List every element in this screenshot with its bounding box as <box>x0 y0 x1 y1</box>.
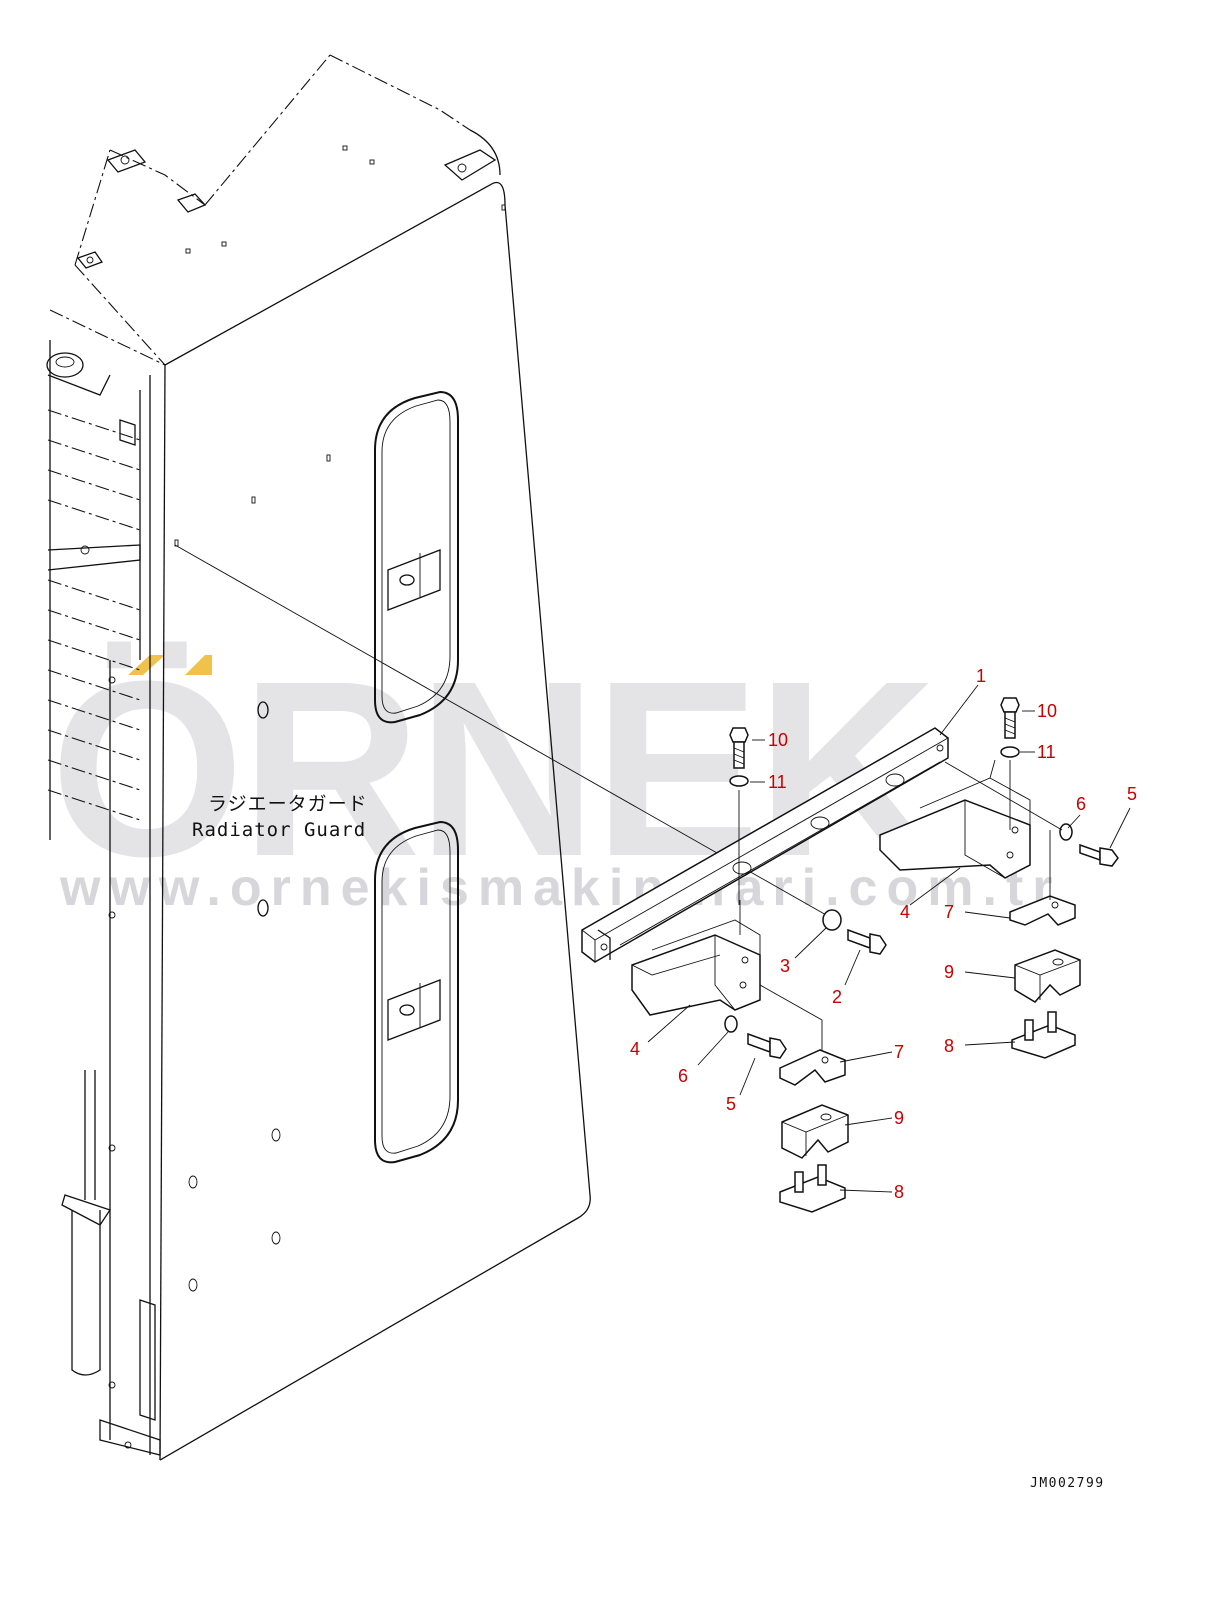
watermark-url: www.ornekismakinalari.com.tr <box>59 859 1061 917</box>
lower-access-panel <box>374 820 459 1164</box>
callout-4-right: 4 <box>900 902 910 922</box>
bolt-5-right <box>1079 843 1119 867</box>
callout-5-left: 5 <box>726 1094 736 1114</box>
guard-beam <box>581 727 949 963</box>
callout-7-right: 7 <box>944 902 954 922</box>
clamp-block-9-right <box>1014 949 1081 1003</box>
part-label-japanese: ラジエータガード <box>208 793 368 815</box>
watermark: ÖRNEK www.ornekismakinalari.com.tr <box>50 629 1061 917</box>
radiator-core-fins <box>47 340 141 840</box>
callout-9-left: 9 <box>894 1108 904 1128</box>
callout-9-right: 9 <box>944 962 954 982</box>
upper-access-panel <box>374 390 459 724</box>
watermark-accent-mark <box>128 655 165 675</box>
clamp-block-9-left <box>781 1104 849 1159</box>
washer-3 <box>822 909 842 931</box>
washer-11-right <box>1000 746 1020 758</box>
drawing-code: JM002799 <box>1030 1476 1105 1491</box>
callout-7-left: 7 <box>894 1042 904 1062</box>
clamp-plate-7-left <box>779 1049 846 1086</box>
callout-10-right: 10 <box>1037 701 1057 721</box>
callout-4-left: 4 <box>630 1039 640 1059</box>
callout-5-right: 5 <box>1127 784 1137 804</box>
bolt-5-left <box>747 1032 787 1059</box>
watermark-accent-mark-2 <box>185 655 212 675</box>
callout-numbers: 1 10 11 10 11 6 5 4 7 9 8 3 2 4 6 5 7 9 … <box>630 666 1137 1202</box>
callout-8-right: 8 <box>944 1036 954 1056</box>
bracket-right <box>879 759 1031 879</box>
washer-6-right <box>1059 823 1073 841</box>
clamp-plate-7-right <box>1009 895 1076 926</box>
radiator-housing <box>46 54 591 1461</box>
bracket-left <box>631 900 761 1016</box>
washer-11-left <box>729 775 749 787</box>
callout-6-right: 6 <box>1076 794 1086 814</box>
part-label-english: Radiator Guard <box>192 819 366 841</box>
clamp-base-8-left <box>779 1164 846 1213</box>
callout-11-right: 11 <box>1037 742 1056 762</box>
bolt-10-left <box>729 727 749 769</box>
bolt-2 <box>847 928 887 955</box>
washer-6-left <box>724 1015 738 1033</box>
callout-1: 1 <box>976 666 986 686</box>
callout-2: 2 <box>832 987 842 1007</box>
callout-8-left: 8 <box>894 1182 904 1202</box>
callout-11-left: 11 <box>768 772 787 792</box>
callout-10-left: 10 <box>768 730 788 750</box>
callout-3: 3 <box>780 956 790 976</box>
callout-6-left: 6 <box>678 1066 688 1086</box>
bolt-10-right <box>1000 697 1020 739</box>
clamp-base-8-right <box>1011 1011 1076 1059</box>
callout-leaders <box>647 684 1131 1193</box>
watermark-brand: ÖRNEK <box>50 629 935 908</box>
